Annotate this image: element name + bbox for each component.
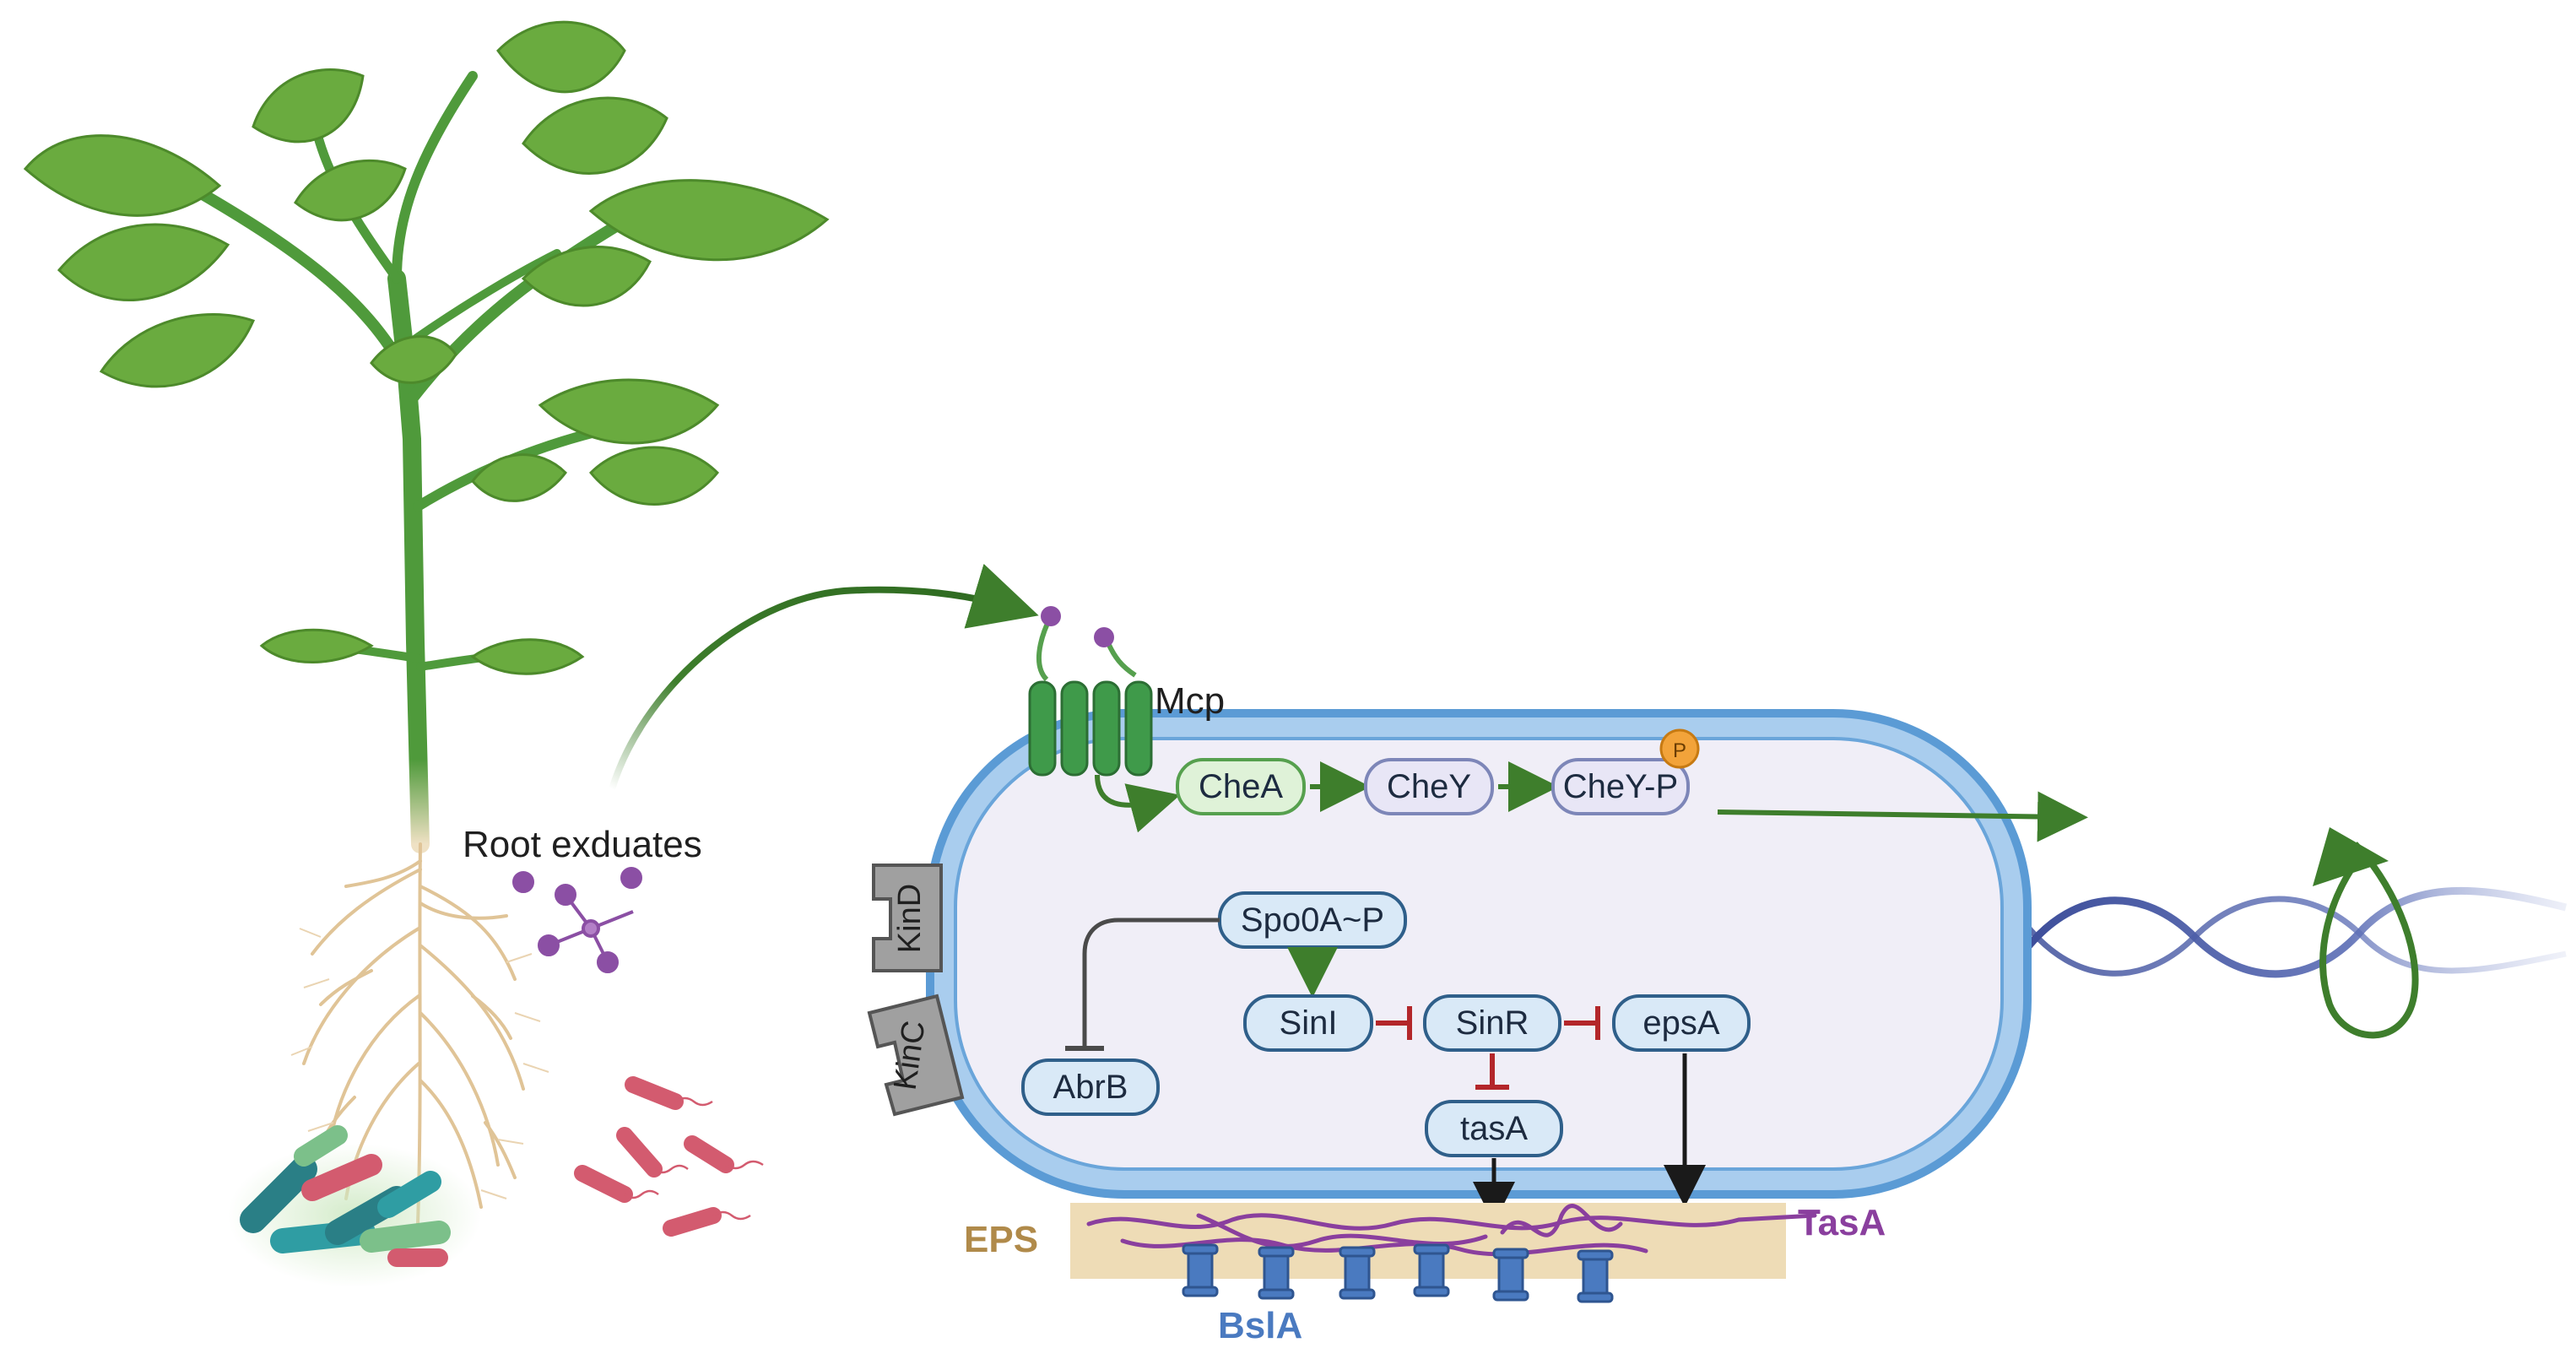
bsla-label: BslA bbox=[1218, 1305, 1302, 1346]
node-chey: CheY bbox=[1364, 758, 1494, 815]
leaf bbox=[57, 223, 230, 302]
root bbox=[311, 868, 422, 956]
flagellum bbox=[2022, 827, 2568, 1039]
free-bacteria bbox=[574, 1076, 764, 1237]
plant-branch bbox=[392, 71, 478, 284]
root bbox=[319, 969, 373, 1006]
root bbox=[419, 944, 525, 1091]
svg-text:Spo0A~P: Spo0A~P bbox=[1241, 901, 1384, 939]
leaf bbox=[522, 96, 668, 175]
svg-text:CheY: CheY bbox=[1387, 768, 1471, 805]
plant bbox=[23, 20, 830, 1226]
kind-sensor: KinD bbox=[872, 864, 943, 972]
root bbox=[471, 994, 512, 1040]
leaf bbox=[99, 313, 256, 388]
plant-stem bbox=[387, 269, 430, 853]
inhibit-spo0a-abrb bbox=[1082, 918, 1220, 1048]
arrow-cheyp-flagellum bbox=[1717, 791, 2088, 842]
bsla-protein bbox=[1413, 1243, 1450, 1297]
svg-text:epsA: epsA bbox=[1642, 1004, 1719, 1042]
root bbox=[419, 901, 508, 920]
bacteria-clump bbox=[228, 1125, 481, 1287]
phospho-badge: P bbox=[1659, 728, 1700, 769]
leaf bbox=[470, 638, 585, 675]
kinc-sensor: KinC bbox=[867, 994, 965, 1117]
node-chea: CheA bbox=[1176, 758, 1306, 815]
bsla-protein bbox=[1258, 1246, 1295, 1300]
node-sinr: SinR bbox=[1423, 994, 1561, 1052]
leaf bbox=[588, 179, 830, 262]
svg-text:AbrB: AbrB bbox=[1053, 1069, 1128, 1106]
node-abrb: AbrB bbox=[1021, 1059, 1160, 1116]
svg-text:CheA: CheA bbox=[1199, 768, 1283, 805]
node-spo0a: Spo0A~P bbox=[1218, 891, 1407, 949]
node-epsa: epsA bbox=[1612, 994, 1751, 1052]
plant-branch bbox=[401, 249, 561, 350]
root bbox=[484, 1121, 517, 1179]
leaf bbox=[538, 378, 720, 445]
svg-text:tasA: tasA bbox=[1460, 1110, 1528, 1147]
root bbox=[302, 927, 420, 1065]
bsla-protein bbox=[1492, 1248, 1529, 1302]
bacterial-cell: Mcp KinD KinC CheA CheY CheY-P P bbox=[867, 606, 2568, 1224]
svg-text:SinI: SinI bbox=[1280, 1004, 1338, 1042]
cytoplasm bbox=[954, 737, 2004, 1171]
exudate-arrow bbox=[609, 563, 1039, 791]
svg-text:P: P bbox=[1673, 739, 1686, 762]
tasa-matrix-label: TasA bbox=[1798, 1202, 1886, 1243]
bsla-protein bbox=[1182, 1243, 1219, 1297]
leaf bbox=[370, 335, 457, 384]
tasa-fibers bbox=[1086, 1204, 1817, 1257]
leaf bbox=[588, 446, 720, 506]
bsla-protein bbox=[1577, 1249, 1614, 1303]
root bbox=[344, 859, 422, 888]
root bbox=[419, 1079, 483, 1209]
node-sini: SinI bbox=[1243, 994, 1373, 1052]
node-tasa: tasA bbox=[1425, 1100, 1563, 1157]
plant-branch bbox=[408, 205, 647, 403]
node-cheyp: CheY-P bbox=[1551, 758, 1690, 815]
root bbox=[419, 885, 517, 981]
bsla-proteins bbox=[1182, 1243, 1614, 1303]
bsla-protein bbox=[1339, 1246, 1376, 1300]
biofilm-matrix bbox=[1070, 1203, 1817, 1303]
svg-text:CheY-P: CheY-P bbox=[1563, 768, 1678, 805]
leaf bbox=[23, 134, 222, 217]
kind-label: KinD bbox=[892, 884, 928, 953]
leaf bbox=[294, 159, 407, 222]
leaf bbox=[496, 20, 626, 94]
leaf bbox=[471, 453, 567, 502]
root-exudates-label: Root exduates bbox=[463, 824, 702, 865]
mcp-receptor bbox=[1028, 606, 1181, 833]
leaf bbox=[252, 68, 365, 143]
mcp-label: Mcp bbox=[1155, 680, 1225, 722]
leaf bbox=[521, 246, 652, 307]
leaf bbox=[259, 628, 374, 663]
svg-text:SinR: SinR bbox=[1456, 1004, 1529, 1042]
eps-label: EPS bbox=[964, 1219, 1038, 1260]
rotation-arrow bbox=[2319, 842, 2419, 1039]
root bbox=[419, 1011, 500, 1167]
root bbox=[327, 994, 420, 1150]
exudate-molecules bbox=[512, 867, 642, 973]
